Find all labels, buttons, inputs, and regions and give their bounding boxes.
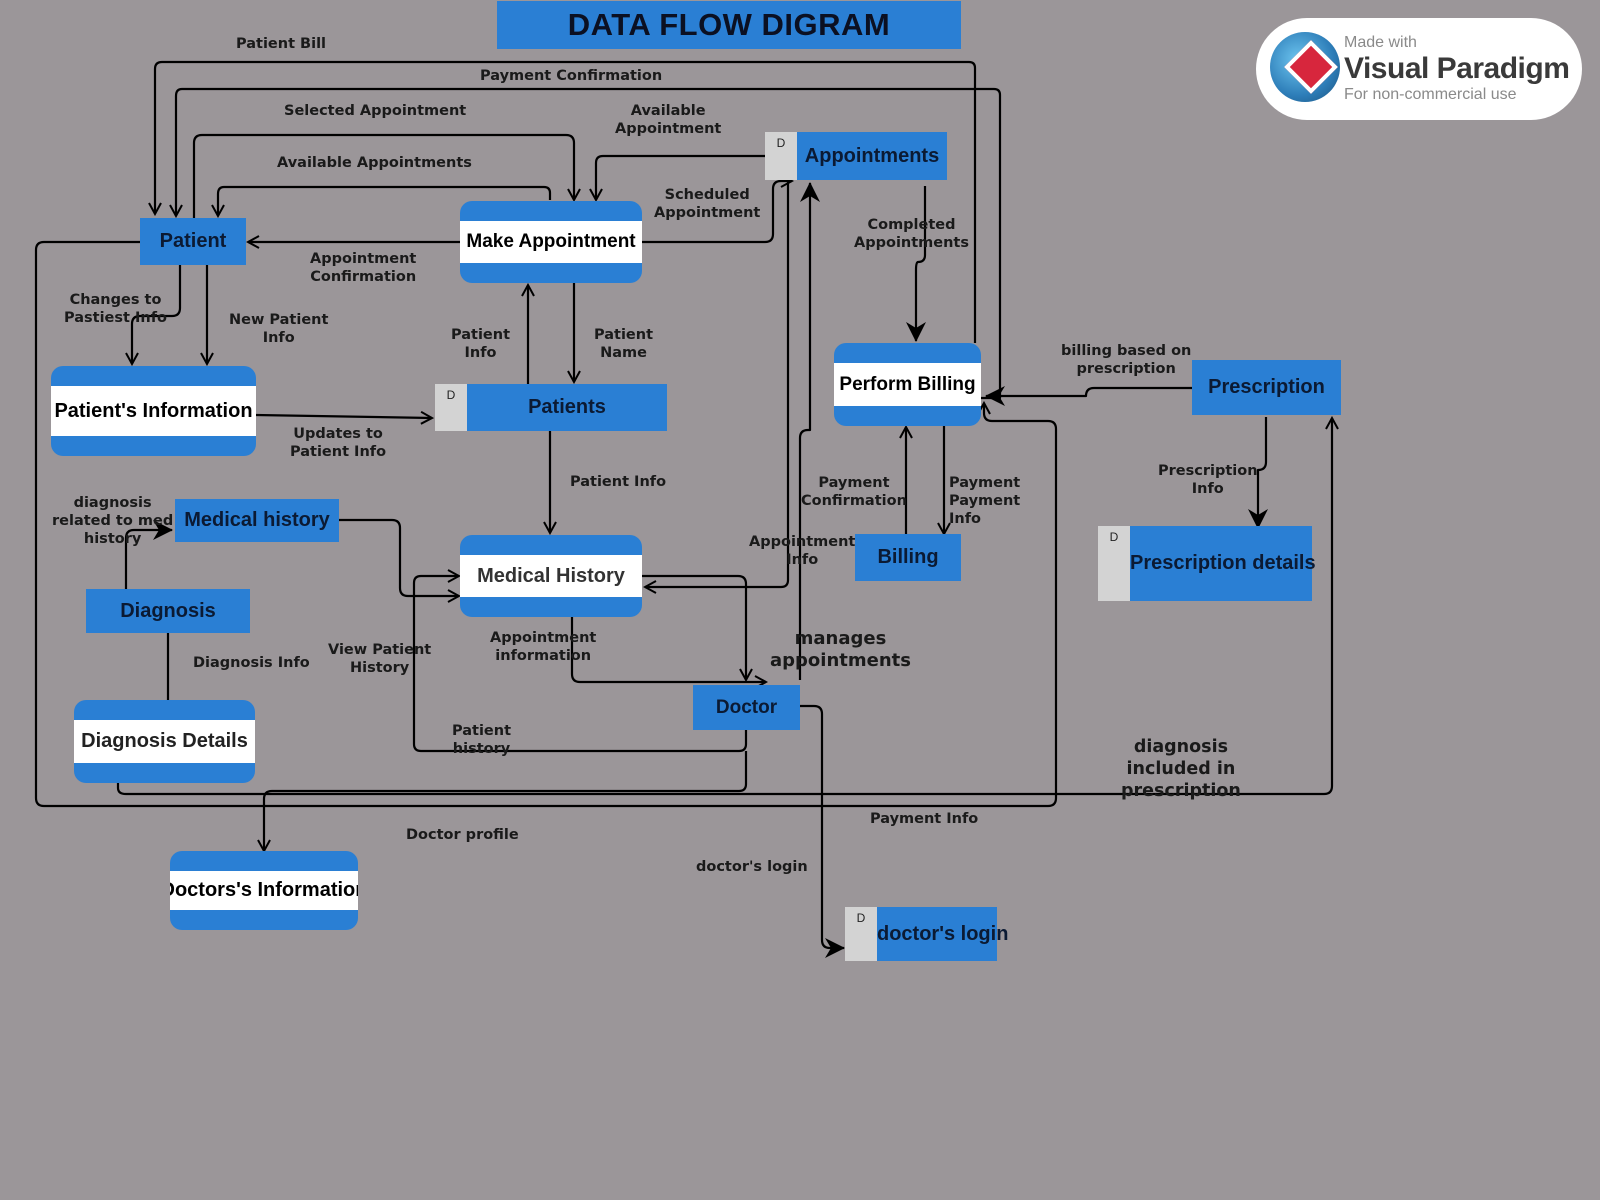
flow-doctor-profile	[264, 751, 748, 851]
label-updates-patient-info: Updates to Patient Info	[290, 426, 387, 460]
store-id: D	[856, 911, 866, 925]
process-doctors-information[interactable]: Doctors's Information	[170, 851, 358, 930]
diagram-title: DATA FLOW DIGRAM	[497, 1, 961, 49]
flow-appointment-info	[645, 178, 790, 587]
store-id: D	[1109, 530, 1119, 544]
label-payment-info: Payment Info	[870, 811, 979, 827]
flow-payment-info	[34, 240, 1058, 808]
entity-label: Prescription	[1208, 376, 1325, 398]
flow-patient-history	[412, 576, 748, 753]
entity-label: Billing	[877, 546, 939, 568]
entity-label: Medical history	[184, 509, 330, 531]
store-label: Prescription details	[1130, 552, 1316, 574]
label-available-appointments: Available Appointments	[277, 155, 472, 171]
flow-diagnosis-related	[124, 520, 173, 589]
label-payment-payment-info: Payment Payment Info	[949, 475, 1021, 527]
label-doctor-profile: Doctor profile	[406, 827, 519, 843]
flow-updates-patient-info	[255, 415, 432, 418]
label-patient-history: Patient history	[452, 723, 512, 757]
label-patient-bill: Patient Bill	[236, 36, 327, 52]
entity-medical-history[interactable]: Medical history	[175, 499, 339, 542]
process-label: Diagnosis Details	[74, 720, 255, 763]
flow-changes-patient-info	[132, 265, 182, 364]
entity-label: Diagnosis	[120, 599, 216, 622]
flow-medical-history	[339, 518, 459, 596]
label-view-patient-history: View Patient History	[328, 642, 432, 676]
process-label: Medical History	[460, 555, 642, 597]
label-billing-based-on-prescription: billing based on prescription	[1061, 343, 1192, 377]
watermark-made-with: Made with	[1344, 34, 1417, 51]
store-patients[interactable]: D Patients	[435, 384, 667, 431]
store-appointments[interactable]: D Appointments	[765, 132, 947, 180]
process-diagnosis-details[interactable]: Diagnosis Details	[74, 700, 255, 783]
label-manages-appointments: manages appointments	[770, 628, 911, 671]
label-payment-confirmation-top: Payment Confirmation	[480, 68, 663, 84]
label-appointment-info: Appointment Info	[749, 534, 856, 568]
label-changes-patient-info: Changes to Pastiest Info	[64, 292, 167, 326]
process-patients-information[interactable]: Patient's Information	[51, 366, 256, 456]
watermark-brand: Visual Paradigm	[1344, 52, 1570, 85]
flow-manages-appointments	[798, 182, 820, 680]
store-id: D	[446, 388, 456, 402]
flow-patient-bill	[155, 60, 977, 343]
flow-prescription-info	[1248, 417, 1268, 529]
entity-label: Doctor	[715, 696, 778, 718]
flow-scheduled-appointment	[641, 181, 792, 244]
label-diagnosis-info: Diagnosis Info	[193, 655, 310, 671]
label-appointment-information: Appointment information	[490, 630, 597, 664]
label-diagnosis-included: diagnosis included in prescription	[1121, 737, 1241, 801]
label-available-appointment: Available Appointment	[615, 103, 722, 137]
visual-paradigm-watermark: Made with Visual Paradigm For non-commer…	[1256, 18, 1582, 120]
flow-mh-doctor	[642, 574, 746, 680]
flow-selected-appointment	[192, 133, 574, 218]
label-payment-confirmation: Payment Confirmation	[801, 475, 907, 509]
store-label: Appointments	[804, 144, 940, 167]
process-medical-history[interactable]: Medical History	[460, 535, 642, 617]
label-patient-info-up: Patient Info	[451, 327, 511, 361]
process-label: Make Appointment	[460, 221, 642, 263]
process-perform-billing[interactable]: Perform Billing	[834, 343, 981, 426]
process-label: Perform Billing	[834, 363, 981, 406]
process-label: Doctors's Information	[170, 871, 358, 910]
flow-billing-prescription	[985, 386, 1192, 406]
flow-available-appointment	[596, 154, 765, 200]
store-id: D	[776, 136, 786, 150]
label-doctors-login: doctor's login	[696, 859, 808, 875]
store-label: doctor's login	[877, 922, 1009, 945]
label-completed-appointments: Completed Appointments	[854, 217, 969, 251]
label-patient-name: Patient Name	[594, 327, 654, 361]
entity-doctor[interactable]: Doctor	[693, 685, 800, 730]
entity-diagnosis[interactable]: Diagnosis	[86, 589, 250, 633]
flow-payment-confirmation-top	[176, 87, 1002, 400]
label-prescription-info: Prescription Info	[1158, 463, 1258, 497]
store-doctors-login[interactable]: D doctor's login	[845, 907, 1008, 961]
process-make-appointment[interactable]: Make Appointment	[460, 201, 642, 283]
store-label: Patients	[528, 396, 606, 418]
watermark-note: For non-commercial use	[1344, 86, 1517, 103]
entity-label: Patient	[159, 230, 227, 252]
flow-doctors-login	[800, 704, 845, 958]
flow-appointment-information	[570, 616, 766, 682]
label-diagnosis-related: diagnosis related to med history	[52, 495, 174, 547]
label-scheduled-appointment: Scheduled Appointment	[654, 187, 761, 221]
entity-patient[interactable]: Patient	[140, 218, 246, 265]
store-prescription-details[interactable]: D Prescription details	[1098, 526, 1316, 601]
process-label: Patient's Information	[51, 386, 256, 436]
entity-billing[interactable]: Billing	[855, 534, 961, 581]
label-appointment-confirmation: Appointment Confirmation	[310, 251, 417, 285]
label-selected-appointment: Selected Appointment	[284, 103, 467, 119]
label-patient-info-down: Patient Info	[570, 474, 667, 490]
entity-prescription[interactable]: Prescription	[1192, 360, 1341, 415]
label-new-patient-info: New Patient Info	[229, 312, 329, 346]
flow-diagnosis-included	[116, 418, 1332, 796]
flow-completed-appointments	[906, 186, 927, 342]
flow-available-appointments	[218, 185, 552, 216]
